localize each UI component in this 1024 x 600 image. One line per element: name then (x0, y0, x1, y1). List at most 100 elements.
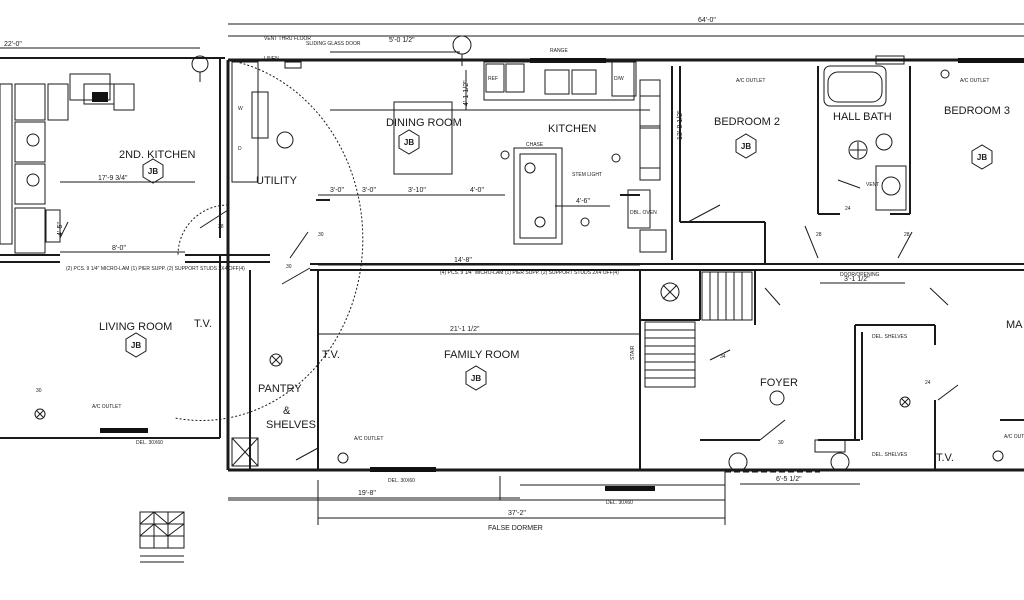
note-del-window-living: DEL. 30X60 (136, 440, 163, 446)
note-double-oven: DBL. OVEN (630, 210, 657, 216)
jb-marker-living: JB (125, 332, 147, 358)
note-linen: LINEN (264, 56, 279, 62)
room-label-shelves: SHELVES (266, 419, 316, 431)
note-ac-outlet-family: A/C OUTLET (354, 436, 383, 442)
utility-fixtures (191, 35, 472, 183)
bath-fixtures (823, 55, 907, 211)
note-header-left: (2) PCS. 9 1/4" MICRO-LAM (1) PIER SUPP.… (66, 266, 245, 272)
room-label-utility: UTILITY (256, 175, 298, 187)
note-ac-outlet-right: A/C OUTLET (960, 78, 989, 84)
note-dryer: D (238, 146, 242, 152)
interior-walls (0, 66, 1024, 470)
legend-grid (139, 511, 185, 563)
dim-bedroom2-depth: 13'-8 1/2" (677, 110, 684, 140)
jb-marker-dining: JB (398, 129, 420, 155)
note-vent: VENT (866, 182, 879, 188)
room-label-pantry: PANTRY (258, 383, 302, 395)
tv-markers: T.V. T.V. T.V. (194, 318, 954, 464)
jb-label: JB (131, 341, 141, 350)
dim-hall-door: 3'-1 1/2" (844, 276, 870, 283)
qty-28-c: 28 (904, 232, 910, 238)
tv-label-master: T.V. (936, 452, 954, 464)
jb-label: JB (471, 374, 481, 383)
note-chase: CHASE (526, 142, 544, 148)
jb-label: JB (148, 167, 158, 176)
pantry-box (231, 437, 259, 467)
room-label-foyer: FOYER (760, 377, 798, 389)
dim-porch-b: 37'-2" (508, 510, 526, 517)
jb-marker-bedroom2: JB (735, 133, 757, 159)
note-stem-light: STEM LIGHT (572, 172, 602, 178)
note-sliding-door: SLIDING GLASS DOOR (306, 41, 361, 47)
note-del-window-porch: DEL. 30X60 (606, 500, 633, 506)
note-header-center: (4) PCS. 9 1/4" MICRO-LAM (1) PIER SUPP.… (440, 270, 619, 276)
note-refrigerator: REF (488, 76, 498, 82)
kitchen-fixtures (483, 61, 667, 253)
dim-kitchen2-depth: 17'-9 3/4" (98, 175, 128, 182)
ceiling-fixtures (34, 69, 1004, 464)
jb-label: JB (977, 153, 987, 162)
dim-family-span: 14'-8" (454, 257, 472, 264)
qty-34: 34 (720, 354, 726, 360)
jb-marker-kitchen2: JB (142, 158, 164, 184)
room-label-bedroom3: BEDROOM 3 (944, 105, 1010, 117)
qty-28-b: 28 (816, 232, 822, 238)
note-ac-outlet-living: A/C OUTLET (92, 404, 121, 410)
jb-markers: JB JB JB JB JB JB (125, 129, 993, 391)
note-ac-outlet-top: A/C OUTLET (736, 78, 765, 84)
entry-fixtures (580, 390, 850, 473)
annotation-notes: (2) PCS. 9 1/4" MICRO-LAM (1) PIER SUPP.… (36, 36, 1024, 506)
note-stair: STAIR (630, 345, 636, 360)
room-label-bedroom2: BEDROOM 2 (714, 116, 780, 128)
qty-30-b: 30 (286, 264, 292, 270)
dim-porch-a: 19'-8" (358, 490, 376, 497)
room-label-master-partial: MA (1006, 319, 1023, 331)
dim-living-span: 8'-0" (112, 245, 126, 252)
qty-30-a: 30 (318, 232, 324, 238)
dim-utility-span: 5'-0 1/2" (389, 37, 415, 44)
qty-24-a: 24 (845, 206, 851, 212)
room-label-hall-bath: HALL BATH (833, 111, 892, 123)
dimension-labels: 64'-0" 22'-0" 17'-9 3/4" 8'-0" 5'-0 1/2"… (4, 17, 870, 517)
dim-foyer-span: 6'-5 1/2" (776, 476, 802, 483)
dimension-lines (0, 23, 1024, 525)
windows (100, 58, 1024, 491)
note-door-opening: DOOR/OPENING (840, 272, 880, 278)
room-label-kitchen2: 2ND. KITCHEN (119, 149, 195, 161)
stairs (644, 271, 753, 388)
note-range: RANGE (550, 48, 568, 54)
door-swings (174, 59, 959, 461)
dining-table (330, 101, 650, 175)
qty-28-a: 28 (218, 224, 224, 230)
note-vent-floor: VENT THRU FLOOR (264, 36, 311, 42)
dim-left-width: 22'-0" (4, 41, 22, 48)
jb-marker-bedroom3: JB (971, 144, 993, 170)
note-washer: W (238, 106, 243, 112)
dim-dining-c: 3'-10" (408, 187, 426, 194)
dim-dining-b: 3'-0" (362, 187, 376, 194)
dim-family-depth: 21'-1 1/2" (450, 326, 480, 333)
note-del-shelves-b: DEL. SHELVES (872, 452, 908, 458)
tv-label-family: T.V. (322, 349, 340, 361)
room-label-living: LIVING ROOM (99, 321, 172, 333)
dim-overall: 64'-0" (698, 17, 716, 24)
qty-30-c: 30 (36, 388, 42, 394)
dim-vertical-a: 4'-5" (57, 222, 64, 236)
room-label-pantry-amp: & (283, 405, 291, 417)
room-label-family: FAMILY ROOM (444, 349, 519, 361)
room-label-kitchen: KITCHEN (548, 123, 596, 135)
jb-marker-family: JB (465, 365, 487, 391)
room-label-dining: DINING ROOM (386, 117, 462, 129)
note-dishwasher: D/W (614, 76, 624, 82)
dim-dining-a: 3'-0" (330, 187, 344, 194)
exterior-walls (0, 35, 1024, 501)
false-dormer-label: FALSE DORMER (488, 525, 543, 532)
room-labels: 2ND. KITCHEN UTILITY DINING ROOM KITCHEN… (99, 105, 1023, 532)
dim-kitchen-island: 4'-6" (576, 198, 590, 205)
qty-24-b: 24 (925, 380, 931, 386)
dim-dining-d: 4'-0" (470, 187, 484, 194)
tv-label-living: T.V. (194, 318, 212, 330)
note-del-shelves-a: DEL. SHELVES (872, 334, 908, 340)
qty-30-d: 30 (778, 440, 784, 446)
